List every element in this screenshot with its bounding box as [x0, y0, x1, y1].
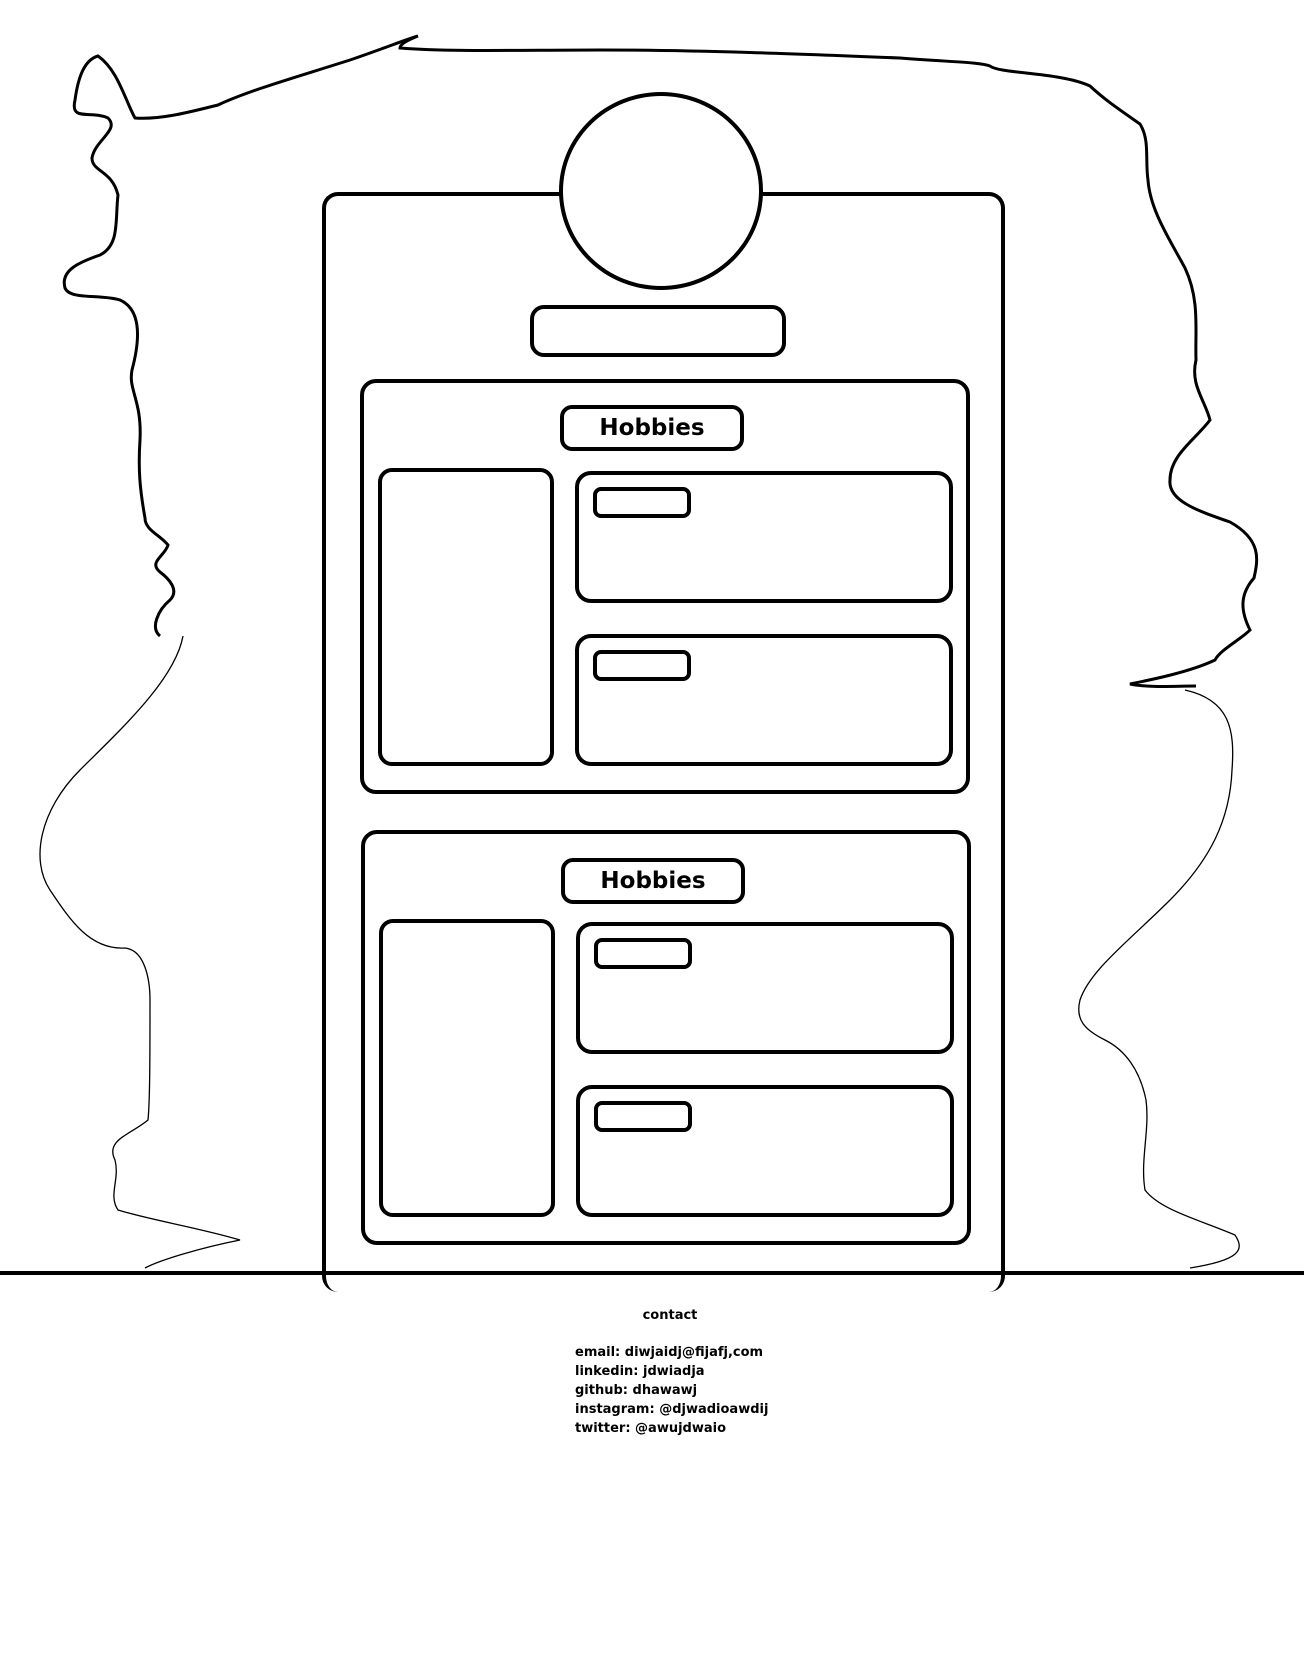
hobby-card [576, 1085, 954, 1217]
contact-instagram[interactable]: instagram: @djwadioawdij [575, 1402, 769, 1417]
contact-linkedin[interactable]: linkedin: jdwiadja [575, 1364, 705, 1379]
section-title: Hobbies [560, 405, 744, 451]
section-title: Hobbies [561, 858, 745, 904]
right-smoke-trail [1078, 689, 1240, 1269]
contact-email[interactable]: email: diwjaidj@fijafj,com [575, 1345, 764, 1360]
contact-section: contact email: diwjaidj@fijafj,com linke… [575, 1306, 835, 1438]
left-smoke-trail [39, 635, 241, 1269]
hobby-card-label [593, 650, 691, 681]
avatar [559, 92, 763, 290]
contact-title: contact [642, 1308, 698, 1323]
ground-line [0, 1271, 1304, 1275]
hobbies-section-1: Hobbies [360, 379, 970, 794]
image-placeholder [378, 468, 554, 766]
name-bar [530, 305, 786, 357]
hobby-card [575, 471, 953, 603]
profile-frame [322, 192, 1005, 1292]
hobby-card-label [594, 938, 692, 969]
contact-twitter[interactable]: twitter: @awujdwaio [575, 1421, 727, 1436]
hobby-card [575, 634, 953, 766]
hobbies-section-2: Hobbies [361, 830, 971, 1245]
contact-github[interactable]: github: dhawawj [575, 1383, 698, 1398]
hobby-card [576, 922, 954, 1054]
image-placeholder [379, 919, 555, 1217]
hobby-card-label [593, 487, 691, 518]
hobby-card-label [594, 1101, 692, 1132]
left-cloud-outline [62, 34, 1259, 688]
